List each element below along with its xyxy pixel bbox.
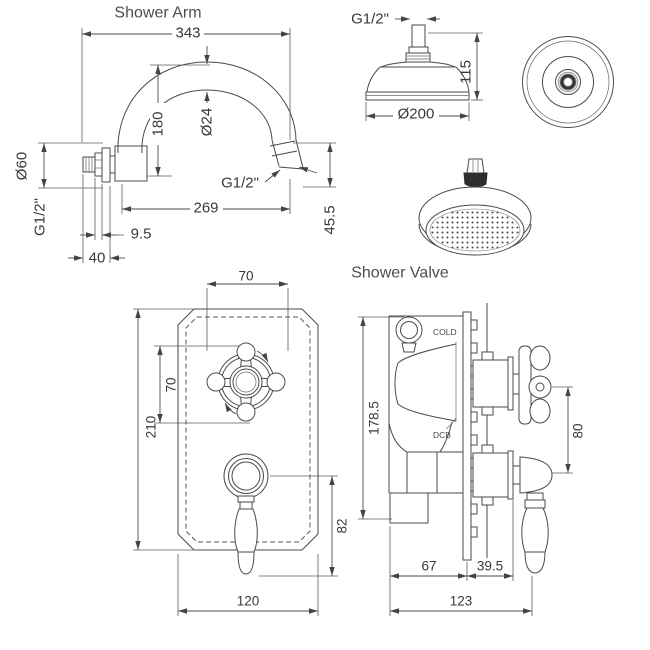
valve-body-depth-dim: 67 (421, 559, 436, 574)
arm-flange-diameter-dim: Ø60 (14, 152, 31, 180)
rotation-arrow (256, 350, 269, 363)
valve-side-view: COLD DCB (358, 303, 586, 616)
valve-lever-handle (223, 453, 269, 575)
valve-front-depth-dim: 39.5 (477, 559, 503, 574)
head-collar (405, 52, 431, 63)
shower-head-bottom-view (418, 158, 532, 256)
valve-handle-offset-dim: 80 (571, 423, 586, 438)
valve-total-height-dim: 178.5 (367, 401, 382, 435)
head-nut (463, 172, 488, 188)
wall-flange (101, 147, 111, 183)
shower-head-side-view: G1/2" 115 Ø200 (351, 11, 483, 123)
rotation-arrow (224, 402, 237, 415)
arm-flange-depth-dim: 9.5 (131, 226, 152, 243)
valve-lever-side (472, 444, 553, 574)
head-rim (365, 91, 470, 101)
valve-crosshead-side (472, 345, 552, 425)
shower-arm-title: Shower Arm (114, 5, 201, 22)
head-diameter-dim: Ø200 (398, 106, 435, 123)
head-height-dim: 115 (458, 60, 475, 84)
head-thread-label: G1/2" (351, 11, 389, 28)
valve-total-depth-dim: 123 (450, 594, 473, 609)
shower-arm-wall-fitting (82, 145, 148, 183)
head-spray-face (429, 208, 521, 252)
valve-plate-width-dim: 120 (237, 594, 260, 609)
cold-inlet-port (395, 316, 423, 344)
arm-outlet-drop-dim: 45.5 (322, 205, 339, 234)
valve-wall-plate-side (462, 303, 488, 561)
dcb-label: DCB (433, 430, 451, 440)
valve-handle-width-dim: 70 (238, 269, 253, 284)
valve-body-side: COLD DCB (388, 315, 465, 524)
valve-handle-height-dim: 70 (164, 377, 179, 392)
arm-tube-diameter-dim: Ø24 (199, 108, 216, 136)
arm-inlet-thread-label: G1/2" (32, 198, 49, 236)
arm-thread-band (269, 140, 296, 147)
shower-arm-view: Shower Arm 343 (14, 5, 339, 267)
arm-reach-dim: 269 (193, 200, 218, 217)
valve-lever-drop-dim: 82 (335, 518, 350, 533)
arm-wall-clearance-dim: 40 (89, 250, 106, 267)
valve-plate-height-dim: 210 (144, 416, 159, 439)
head-inlet-pipe (411, 24, 426, 48)
head-stem (466, 158, 485, 174)
valve-crosshead-handle (206, 342, 286, 422)
arm-width-dim: 343 (175, 25, 200, 42)
shower-head-top-view (522, 36, 614, 128)
shower-valve-title: Shower Valve (351, 265, 449, 282)
arm-height-dim: 180 (150, 111, 167, 136)
valve-plate (177, 308, 319, 551)
arm-outlet-thread-label: G1/2" (221, 175, 259, 192)
cold-label: COLD (433, 327, 457, 337)
valve-front-view: Shower Valve (133, 265, 449, 616)
